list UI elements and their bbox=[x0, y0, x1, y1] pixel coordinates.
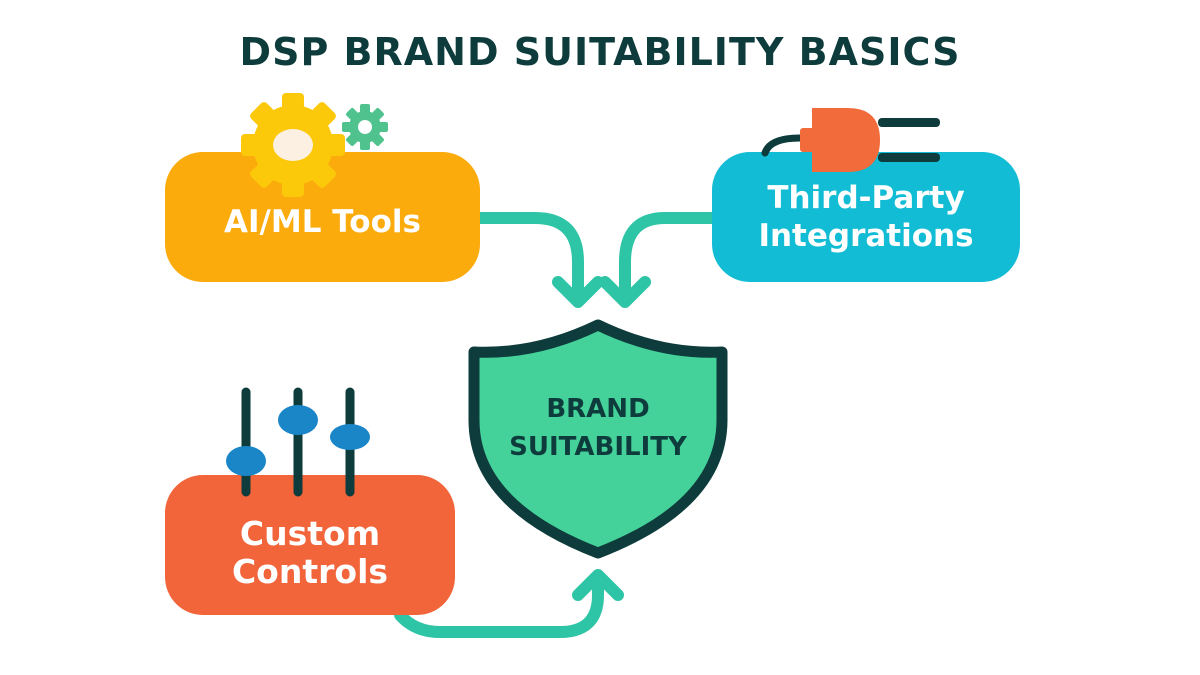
plug-icon bbox=[761, 108, 940, 172]
controls-label: Controls bbox=[231, 551, 389, 591]
arrowhead-icon bbox=[572, 569, 624, 601]
sliders-icon bbox=[226, 387, 370, 497]
arrowhead-icon bbox=[552, 276, 604, 308]
page-title: DSP BRAND SUITABILITY BASICS bbox=[239, 30, 961, 74]
arrow-ai-to-shield bbox=[472, 212, 584, 304]
brand-suitability-node: BRAND SUITABILITY bbox=[468, 390, 728, 466]
shield-icon bbox=[468, 319, 728, 559]
arrow-thirdparty-to-shield bbox=[619, 212, 720, 304]
custom-controls-node: Custom Controls bbox=[165, 475, 455, 615]
suitability-label: SUITABILITY bbox=[509, 432, 687, 462]
brand-label: BRAND bbox=[546, 394, 650, 424]
custom-label: Custom bbox=[239, 513, 381, 553]
small-gear-icon bbox=[342, 104, 388, 150]
gear-icon bbox=[241, 93, 345, 197]
integrations-label: Integrations bbox=[758, 218, 974, 254]
third-party-label: Third-Party bbox=[767, 180, 965, 216]
ai-ml-tools-label: AI/ML Tools bbox=[224, 204, 421, 240]
arrow-custom-to-shield bbox=[394, 574, 604, 638]
arrowhead-icon bbox=[599, 276, 651, 308]
third-party-integrations-node: Third-Party Integrations bbox=[712, 152, 1020, 282]
